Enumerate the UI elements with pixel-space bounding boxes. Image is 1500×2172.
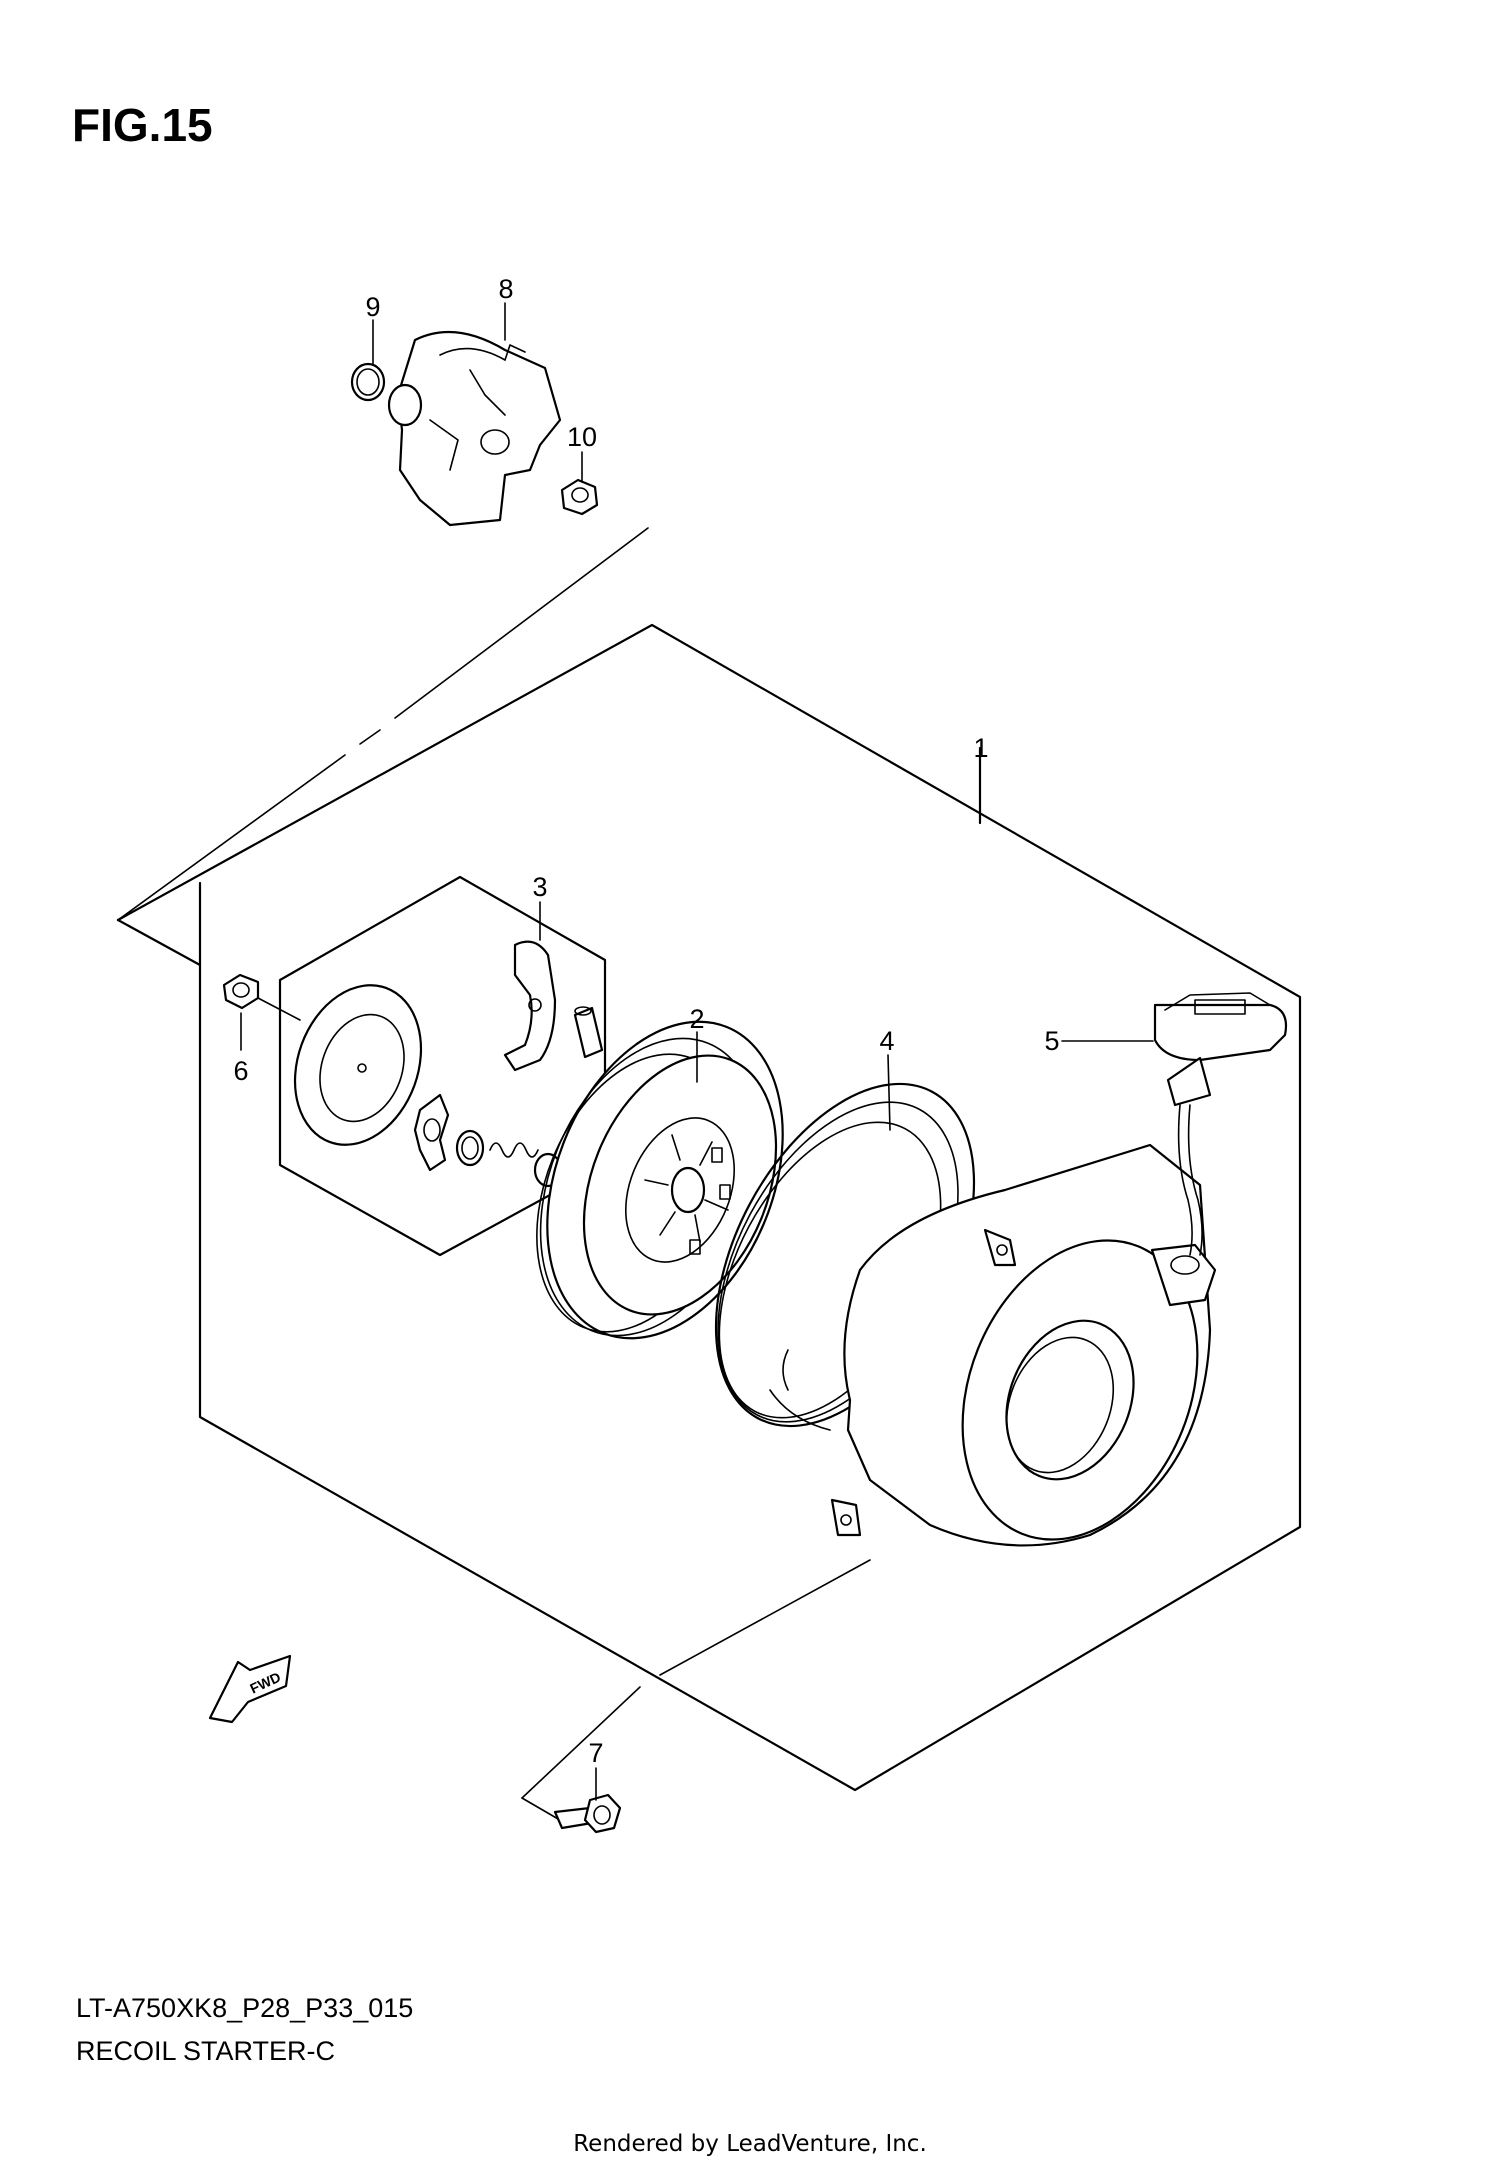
callout-leaders <box>240 302 1154 1801</box>
part-9-o-ring <box>350 362 386 402</box>
render-credit: Rendered by LeadVenture, Inc. <box>573 2131 927 2157</box>
callout-6: 6 <box>233 1056 248 1086</box>
callout-10: 10 <box>567 422 597 452</box>
part-5-starter-handle <box>1153 992 1288 1256</box>
callout-9: 9 <box>365 292 380 322</box>
model-code: LT-A750XK8_P28_P33_015 <box>76 1993 414 2023</box>
part-2-rope-reel <box>536 1020 784 1340</box>
leader-part-7 <box>521 1559 871 1824</box>
part-6-bolt <box>222 973 301 1021</box>
callout-5: 5 <box>1044 1026 1059 1056</box>
part-7-bolt <box>553 1793 622 1834</box>
callout-numbers: 1 2 3 4 5 6 7 8 9 10 <box>233 274 1059 1768</box>
fwd-arrow-badge: FWD <box>208 1654 292 1724</box>
callout-7: 7 <box>588 1738 603 1768</box>
part-3-ratchet-kit <box>293 940 604 1188</box>
starter-case <box>830 1143 1217 1547</box>
callout-4: 4 <box>879 1026 894 1056</box>
callout-1: 1 <box>973 733 988 763</box>
callout-8: 8 <box>498 274 513 304</box>
figure-name: RECOIL STARTER-C <box>76 2036 336 2066</box>
leader-part-8 <box>117 527 649 921</box>
callout-3: 3 <box>532 872 547 902</box>
figure-title: FIG.15 <box>72 99 213 151</box>
part-10-nut <box>560 478 599 516</box>
callout-2: 2 <box>689 1004 704 1034</box>
assembly-outline <box>116 623 1302 1792</box>
part-8-starter-cup <box>387 330 562 527</box>
